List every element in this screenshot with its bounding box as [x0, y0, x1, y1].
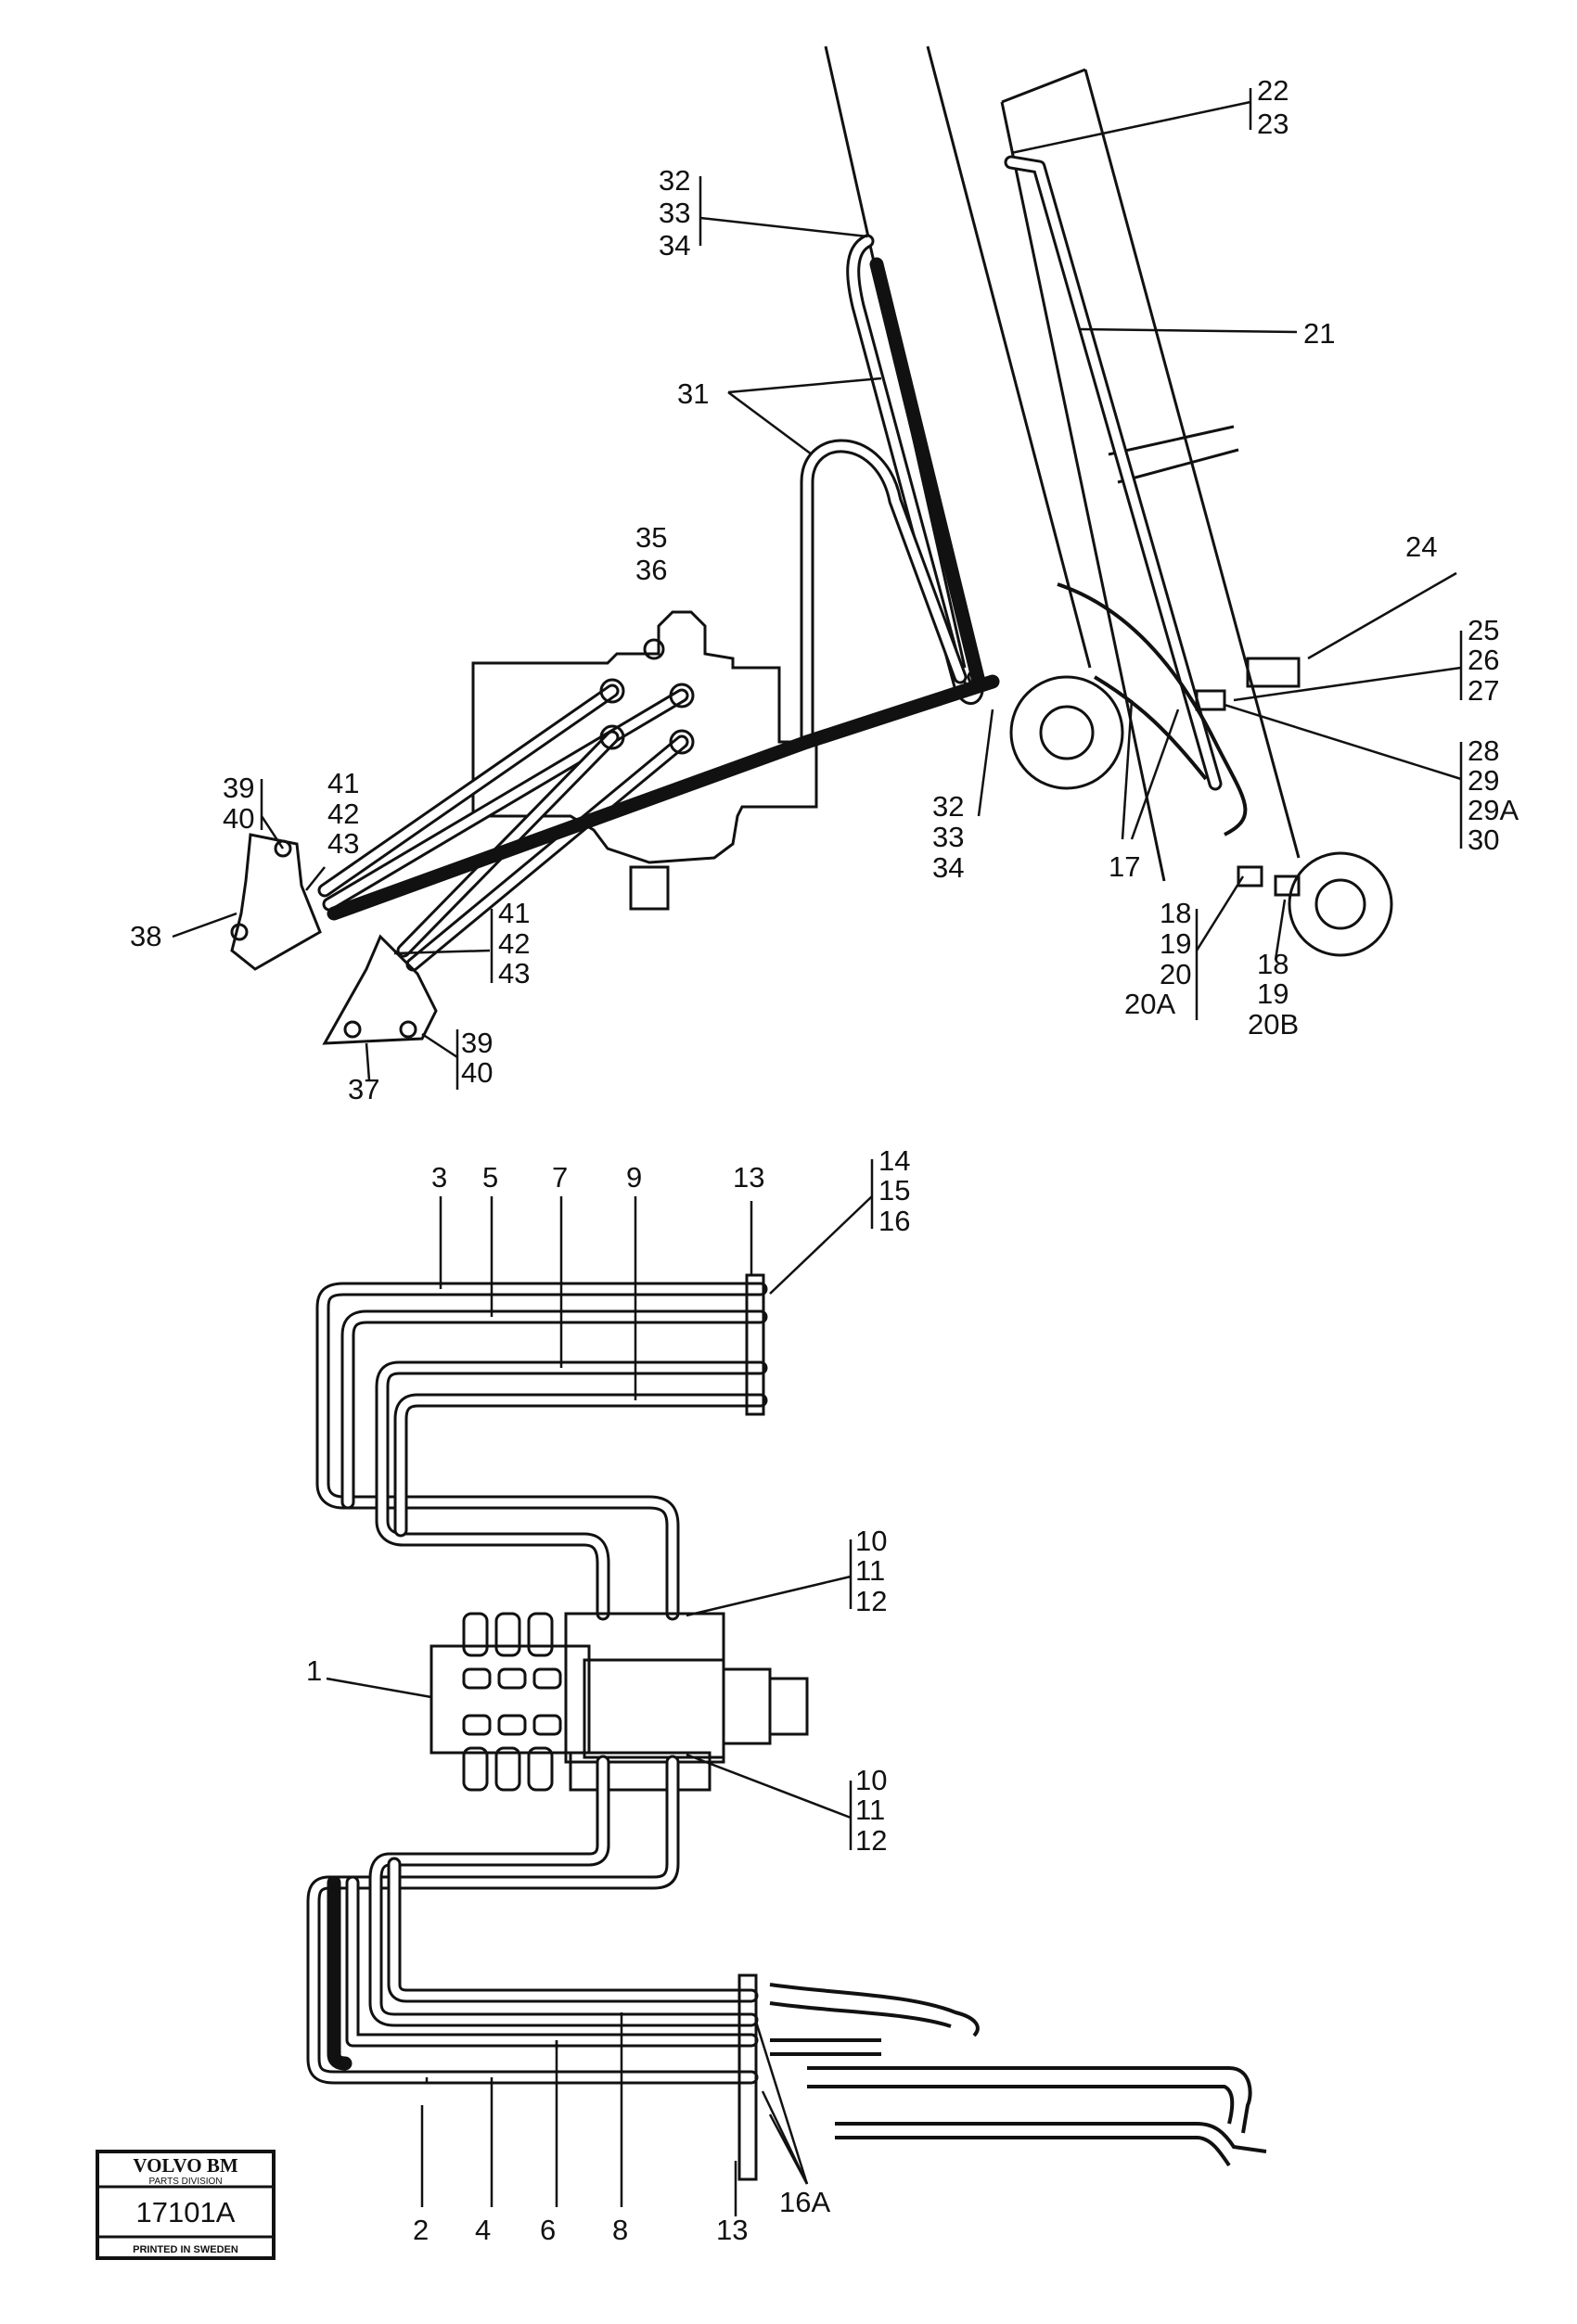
label-5: 5: [482, 1161, 498, 1194]
label-29A: 29A: [1468, 794, 1519, 826]
label-7: 7: [552, 1161, 568, 1194]
label-25: 25: [1468, 614, 1499, 646]
label-35: 35: [635, 521, 667, 554]
badge-brand: VOLVO BM: [133, 2154, 237, 2177]
label-21: 21: [1303, 317, 1335, 350]
label-1: 1: [306, 1654, 322, 1687]
label-27: 27: [1468, 674, 1499, 707]
label-9: 9: [626, 1161, 642, 1194]
part-labels: 22 23 32 33 34 21 31 35 36 24 25 26 27 2…: [130, 74, 1519, 2246]
label-39-left: 39: [223, 772, 254, 804]
label-13-top: 13: [733, 1161, 764, 1194]
label-10-top: 10: [855, 1525, 887, 1557]
upper-assembly: [230, 45, 1393, 1045]
label-31: 31: [677, 377, 709, 410]
label-17: 17: [1109, 850, 1140, 883]
label-20A: 20A: [1124, 988, 1175, 1020]
label-29: 29: [1468, 764, 1499, 797]
label-30: 30: [1468, 824, 1499, 856]
leader-lines-lower: [326, 1159, 874, 2216]
label-13-bottom: 13: [716, 2214, 748, 2246]
volvo-bm-badge: VOLVO BM PARTS DIVISION 17101A PRINTED I…: [96, 2150, 276, 2260]
label-15: 15: [878, 1174, 910, 1207]
label-6: 6: [540, 2214, 556, 2246]
pipes-top-group: [315, 1273, 768, 1621]
bracket-37: [322, 934, 438, 1045]
label-36: 36: [635, 554, 667, 586]
label-20-a: 20: [1160, 958, 1191, 990]
label-12-top: 12: [855, 1585, 887, 1617]
label-38: 38: [130, 920, 161, 952]
label-37: 37: [348, 1073, 379, 1105]
badge-printed: PRINTED IN SWEDEN: [133, 2244, 238, 2255]
label-18-b: 18: [1257, 948, 1289, 980]
label-40-bottom: 40: [461, 1056, 493, 1089]
label-43-top: 43: [327, 827, 359, 860]
lower-assembly: [306, 1273, 1267, 2181]
label-3: 3: [431, 1161, 447, 1194]
label-39-bottom: 39: [461, 1027, 493, 1059]
badge-division: PARTS DIVISION: [148, 2177, 222, 2187]
label-34-mid: 34: [932, 851, 964, 884]
label-11-bottom: 11: [855, 1794, 885, 1826]
label-2: 2: [413, 2214, 429, 2246]
label-43-bottom: 43: [498, 957, 530, 990]
badge-number: 17101A: [136, 2196, 236, 2228]
label-18-a: 18: [1160, 897, 1191, 929]
control-valve-main: [430, 1612, 809, 1792]
hoses-right: [769, 1983, 1267, 2167]
pipes-bottom-group: [306, 1755, 759, 2181]
label-11-top: 11: [855, 1554, 885, 1587]
label-14: 14: [878, 1144, 910, 1177]
label-16: 16: [878, 1205, 910, 1237]
label-19-a: 19: [1160, 927, 1191, 960]
label-24: 24: [1405, 530, 1437, 563]
leader-lines-upper: [172, 88, 1463, 1090]
label-41-top: 41: [327, 767, 359, 799]
label-40-left: 40: [223, 802, 254, 835]
label-28: 28: [1468, 734, 1499, 767]
label-32-mid: 32: [932, 790, 964, 823]
label-4: 4: [475, 2214, 491, 2246]
label-26: 26: [1468, 644, 1499, 676]
bracket-38: [230, 833, 322, 971]
label-12-bottom: 12: [855, 1824, 887, 1857]
label-34-top: 34: [659, 229, 690, 262]
label-20B: 20B: [1248, 1008, 1299, 1041]
lift-cylinder: [1000, 68, 1393, 957]
label-32-top: 32: [659, 164, 690, 197]
label-42-top: 42: [327, 798, 359, 830]
label-33-mid: 33: [932, 821, 964, 853]
label-42-bottom: 42: [498, 927, 530, 960]
label-41-bottom: 41: [498, 897, 530, 929]
label-19-b: 19: [1257, 977, 1289, 1010]
label-22: 22: [1257, 74, 1289, 107]
label-10-bottom: 10: [855, 1764, 887, 1796]
valve-pipes: [317, 674, 1000, 972]
label-8: 8: [612, 2214, 628, 2246]
label-23: 23: [1257, 108, 1289, 140]
label-16A: 16A: [779, 2186, 830, 2218]
label-33-top: 33: [659, 197, 690, 229]
